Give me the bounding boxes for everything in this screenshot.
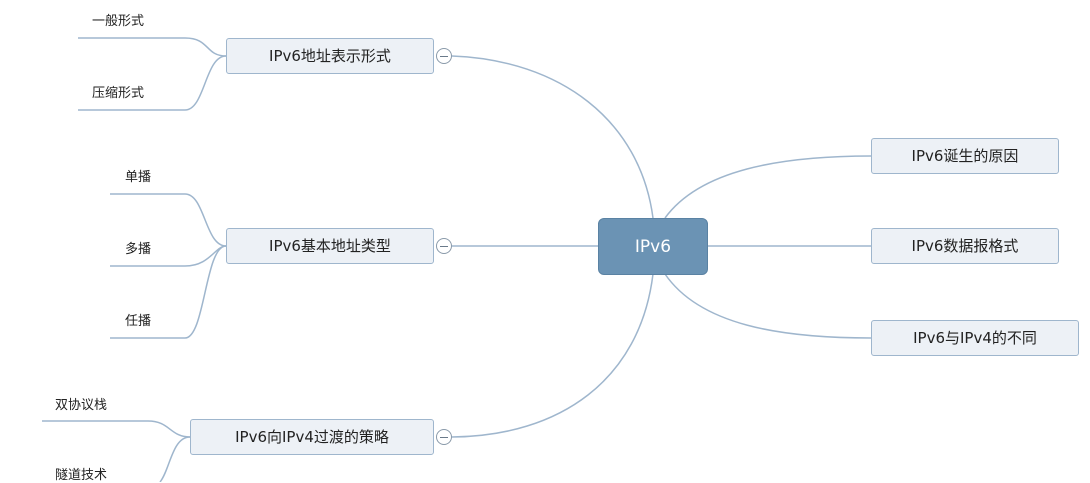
connector-root-to-right-0 — [664, 155, 872, 219]
leaf-compressed-form[interactable]: 压缩形式 — [92, 86, 145, 101]
leaf-multicast[interactable]: 多播 — [125, 242, 152, 257]
collapse-icon[interactable] — [436, 429, 452, 445]
leaf-dual-stack[interactable]: 双协议栈 — [55, 398, 108, 413]
connector-branch2-leaf1 — [159, 436, 191, 482]
connector-branch1-leaf2 — [110, 245, 227, 339]
connector-root-to-branch-2 — [451, 273, 654, 438]
leaf-unicast[interactable]: 单播 — [125, 170, 152, 185]
branch-node-datagram-format[interactable]: IPv6数据报格式 — [871, 228, 1059, 264]
connector-branch1-leaf0 — [110, 193, 227, 247]
connector-branch0-leaf0 — [78, 37, 227, 57]
root-node[interactable]: IPv6 — [598, 218, 708, 275]
connector-branch0-leaf1 — [78, 55, 227, 111]
leaf-general-form[interactable]: 一般形式 — [92, 14, 145, 29]
branch-node-address-format[interactable]: IPv6地址表示形式 — [226, 38, 434, 74]
branch-node-transition-strategy[interactable]: IPv6向IPv4过渡的策略 — [190, 419, 434, 455]
connector-root-to-right-2 — [664, 273, 872, 339]
connector-branch2-leaf0 — [42, 420, 191, 438]
connector-root-to-branch-0 — [451, 55, 654, 219]
collapse-icon[interactable] — [436, 48, 452, 64]
branch-node-address-types[interactable]: IPv6基本地址类型 — [226, 228, 434, 264]
branch-node-differences[interactable]: IPv6与IPv4的不同 — [871, 320, 1079, 356]
leaf-anycast[interactable]: 任播 — [125, 314, 152, 329]
branch-node-origin-reason[interactable]: IPv6诞生的原因 — [871, 138, 1059, 174]
collapse-icon[interactable] — [436, 238, 452, 254]
leaf-tunneling[interactable]: 隧道技术 — [55, 468, 108, 483]
